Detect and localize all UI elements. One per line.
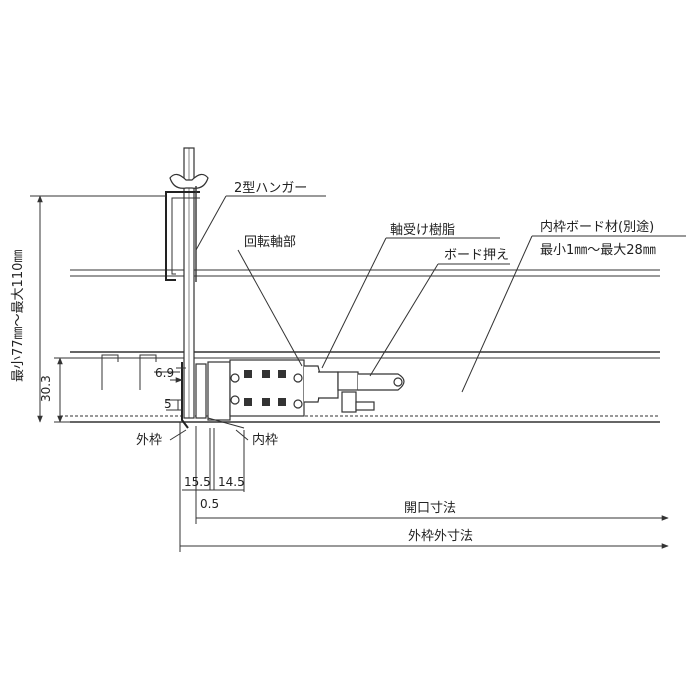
label-outer-frame: 外枠 bbox=[136, 433, 162, 448]
label-inner-board-range: 最小1㎜～最大28㎜ bbox=[540, 243, 656, 258]
label-height-range: 最小77㎜～最大110㎜ bbox=[11, 250, 26, 382]
label-hanger: 2型ハンガー bbox=[234, 181, 307, 196]
frame-leaders bbox=[169, 429, 249, 441]
board-holder-clip bbox=[337, 371, 405, 413]
height-dimension bbox=[30, 195, 166, 423]
dim-30-3 bbox=[54, 357, 70, 423]
dim-5 bbox=[166, 399, 182, 411]
bottom-dimensions bbox=[179, 422, 669, 552]
dim-6-9 bbox=[154, 371, 183, 383]
wing-nut-icon bbox=[169, 173, 209, 189]
bearing-resin bbox=[304, 365, 339, 403]
upper-slab-lines bbox=[70, 269, 660, 277]
dim-15-5-text: 15.5 bbox=[184, 475, 211, 489]
dim-0-5-text: 0.5 bbox=[200, 497, 219, 511]
dim-5-text: 5 bbox=[164, 397, 172, 411]
ceiling-board-lines bbox=[60, 351, 660, 423]
label-opening-dim: 開口寸法 bbox=[404, 501, 456, 516]
dim-14-5-text: 14.5 bbox=[218, 475, 245, 489]
label-board-holder: ボード押え bbox=[444, 248, 509, 263]
dim-6-9-text: 6.9 bbox=[155, 366, 174, 380]
label-inner-frame: 内枠 bbox=[252, 432, 278, 448]
pivot-plate bbox=[229, 359, 305, 417]
label-pivot: 回転軸部 bbox=[244, 235, 296, 250]
label-inner-board: 内枠ボード材(別途) bbox=[540, 219, 654, 235]
type2-hanger-bracket bbox=[165, 186, 200, 282]
dim-30-3-text: 30.3 bbox=[39, 375, 53, 402]
ceiling-channels bbox=[101, 354, 157, 390]
leader-lines bbox=[195, 195, 686, 393]
label-outer-frame-dim: 外枠外寸法 bbox=[408, 529, 473, 544]
label-bearing-resin: 軸受け樹脂 bbox=[390, 223, 455, 238]
